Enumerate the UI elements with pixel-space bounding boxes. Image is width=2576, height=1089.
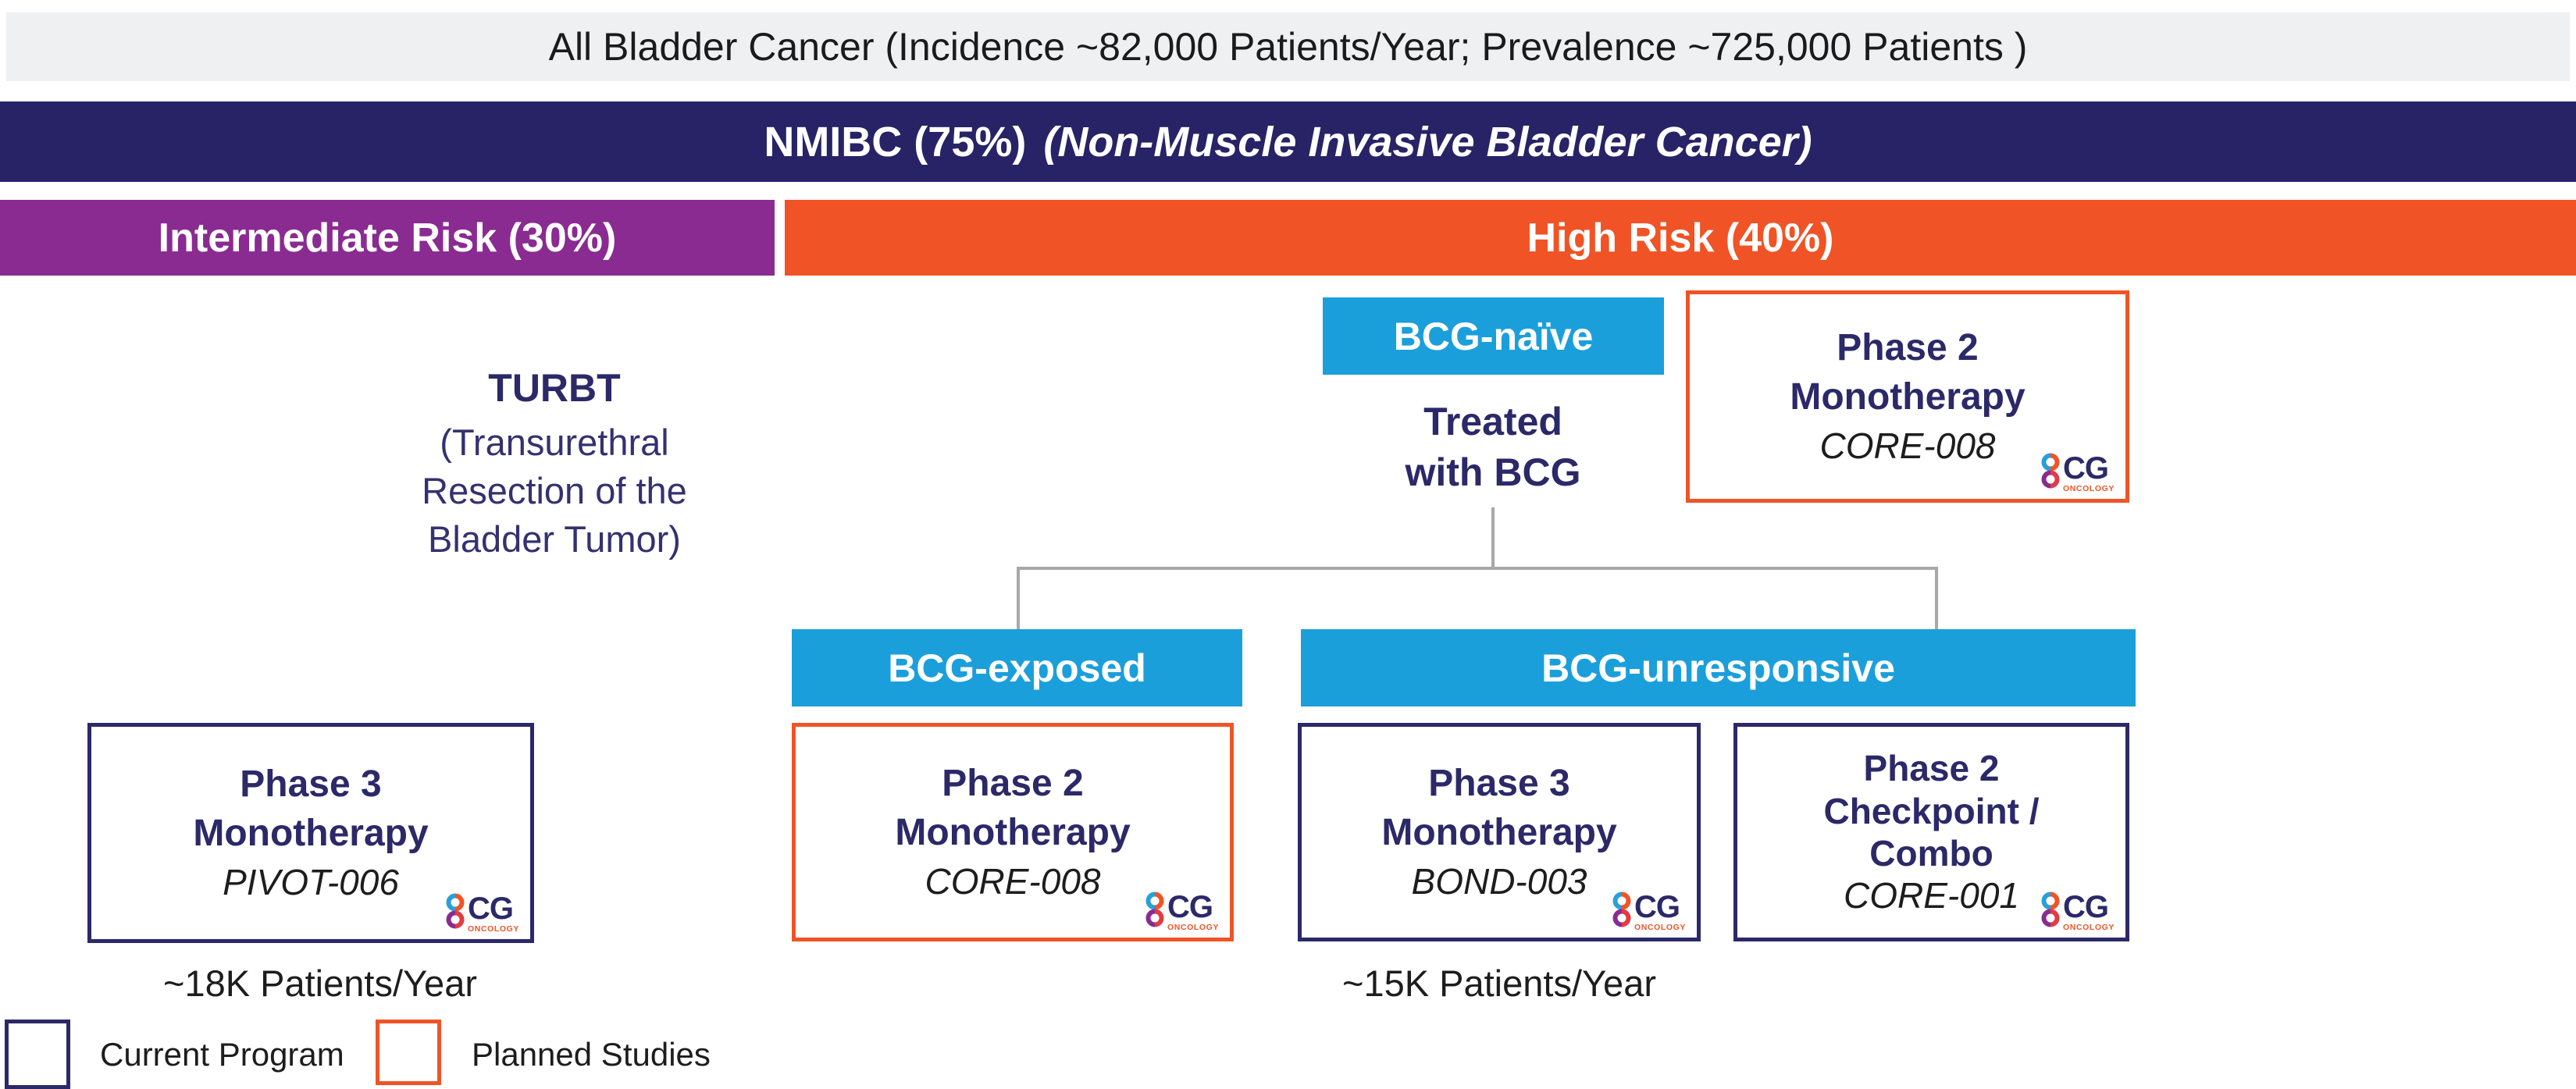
high-risk-bar: High Risk (40%) bbox=[785, 200, 2576, 276]
connector-drop-right bbox=[1935, 567, 1938, 631]
nmibc-label-expansion: (Non-Muscle Invasive Bladder Cancer) bbox=[1043, 118, 1812, 165]
logo-cg-text: CG bbox=[467, 891, 514, 926]
study-modality: Monotherapy bbox=[193, 813, 429, 855]
study-text: Phase 2 Monotherapy CORE-008 bbox=[895, 759, 1130, 906]
cg-oncology-logo-icon bbox=[446, 893, 465, 928]
treated-with-bcg-label: Treated with BCG bbox=[1290, 397, 1696, 498]
intermediate-patients-label: ~18K Patients/Year bbox=[163, 963, 477, 1004]
logo-cg-text: CG bbox=[2062, 889, 2109, 924]
study-name: PIVOT-006 bbox=[223, 862, 399, 903]
bcg-unresponsive-tab: BCG-unresponsive bbox=[1301, 629, 2136, 706]
bcg-naive-tab: BCG-naïve bbox=[1323, 297, 1664, 375]
study-box-core001: Phase 2 Checkpoint / Combo CORE-001 CG O… bbox=[1733, 723, 2129, 941]
turbt-note: TURBT (Transurethral Resection of the Bl… bbox=[277, 365, 832, 564]
study-box-bond003: Phase 3 Monotherapy BOND-003 CG ONCOLOGY bbox=[1298, 723, 1701, 941]
study-modality: Checkpoint / bbox=[1823, 790, 2040, 831]
legend-planned-studies-swatch bbox=[376, 1020, 441, 1085]
study-phase: Phase 2 bbox=[942, 762, 1084, 804]
legend-planned-studies-label: Planned Studies bbox=[472, 1036, 711, 1073]
study-modality: Monotherapy bbox=[1790, 376, 2026, 418]
study-text: Phase 3 Monotherapy PIVOT-006 bbox=[193, 760, 428, 907]
study-name: CORE-001 bbox=[1844, 875, 2019, 916]
study-phase: Phase 3 bbox=[1428, 762, 1570, 804]
study-text: Phase 2 Monotherapy CORE-008 bbox=[1790, 323, 2025, 471]
legend-current-program-label: Current Program bbox=[100, 1036, 344, 1073]
study-modality: Monotherapy bbox=[1381, 812, 1617, 854]
high-risk-label: High Risk (40%) bbox=[1527, 215, 1834, 261]
study-modality: Monotherapy bbox=[895, 812, 1131, 854]
study-modality: Combo bbox=[1869, 833, 1993, 874]
turbt-expansion-line: Bladder Tumor) bbox=[428, 518, 681, 561]
study-name: BOND-003 bbox=[1411, 861, 1587, 902]
turbt-title: TURBT bbox=[488, 366, 621, 410]
study-text: Phase 3 Monotherapy BOND-003 bbox=[1381, 759, 1616, 906]
cg-oncology-logo: CG ONCOLOGY bbox=[2040, 453, 2115, 493]
logo-oncology-text: ONCOLOGY bbox=[467, 924, 519, 934]
logo-cg-text: CG bbox=[1634, 889, 1680, 924]
study-name: CORE-008 bbox=[1819, 425, 1996, 467]
treated-line: with BCG bbox=[1405, 450, 1581, 494]
cg-oncology-logo: CG ONCOLOGY bbox=[1611, 891, 1686, 932]
connector-horizontal bbox=[1017, 567, 1938, 570]
logo-cg-text: CG bbox=[2062, 450, 2109, 486]
intermediate-risk-label: Intermediate Risk (30%) bbox=[158, 215, 617, 261]
cg-oncology-logo: CG ONCOLOGY bbox=[2040, 891, 2115, 932]
cg-oncology-logo-icon bbox=[1145, 891, 1164, 927]
all-bladder-cancer-bar: All Bladder Cancer (Incidence ~82,000 Pa… bbox=[6, 12, 2570, 81]
logo-oncology-text: ONCOLOGY bbox=[1634, 922, 1686, 932]
bcg-exposed-tab: BCG-exposed bbox=[792, 629, 1242, 706]
logo-oncology-text: ONCOLOGY bbox=[1167, 922, 1219, 932]
intermediate-risk-bar: Intermediate Risk (30%) bbox=[0, 200, 775, 276]
cg-oncology-logo: CG ONCOLOGY bbox=[444, 893, 519, 934]
connector-stem bbox=[1491, 507, 1495, 568]
cg-oncology-logo-icon bbox=[2041, 453, 2060, 488]
all-bladder-cancer-label: All Bladder Cancer (Incidence ~82,000 Pa… bbox=[548, 25, 2028, 69]
bcg-exposed-label: BCG-exposed bbox=[888, 646, 1146, 690]
connector-drop-left bbox=[1017, 567, 1020, 631]
treated-line: Treated bbox=[1423, 400, 1562, 443]
cg-oncology-logo-icon bbox=[1612, 891, 1631, 927]
turbt-expansion-line: (Transurethral bbox=[440, 422, 669, 463]
bcg-naive-label: BCG-naïve bbox=[1393, 314, 1594, 358]
study-box-core008-exposed: Phase 2 Monotherapy CORE-008 CG ONCOLOGY bbox=[792, 723, 1234, 941]
study-phase: Phase 3 bbox=[240, 763, 382, 805]
legend-current-program-swatch bbox=[5, 1020, 70, 1089]
study-box-pivot006: Phase 3 Monotherapy PIVOT-006 CG ONCOLOG… bbox=[87, 723, 534, 943]
nmibc-bar: NMIBC (75%) (Non-Muscle Invasive Bladder… bbox=[0, 101, 2576, 182]
nmibc-label: NMIBC (75%) bbox=[764, 118, 1027, 165]
turbt-expansion-line: Resection of the bbox=[422, 470, 687, 512]
high-risk-patients-label: ~15K Patients/Year bbox=[1342, 963, 1656, 1004]
study-text: Phase 2 Checkpoint / Combo CORE-001 bbox=[1823, 747, 2039, 916]
logo-oncology-text: ONCOLOGY bbox=[2062, 483, 2115, 493]
study-name: CORE-008 bbox=[925, 861, 1101, 902]
logo-cg-text: CG bbox=[1167, 889, 1213, 924]
study-box-core008-naive: Phase 2 Monotherapy CORE-008 CG ONCOLOGY bbox=[1686, 290, 2129, 503]
cg-oncology-logo-icon bbox=[2041, 891, 2060, 927]
logo-oncology-text: ONCOLOGY bbox=[2062, 922, 2115, 932]
cg-oncology-logo: CG ONCOLOGY bbox=[1144, 891, 1219, 932]
study-phase: Phase 2 bbox=[1863, 748, 2000, 789]
bcg-unresponsive-label: BCG-unresponsive bbox=[1541, 646, 1895, 690]
study-phase: Phase 2 bbox=[1837, 326, 1979, 368]
